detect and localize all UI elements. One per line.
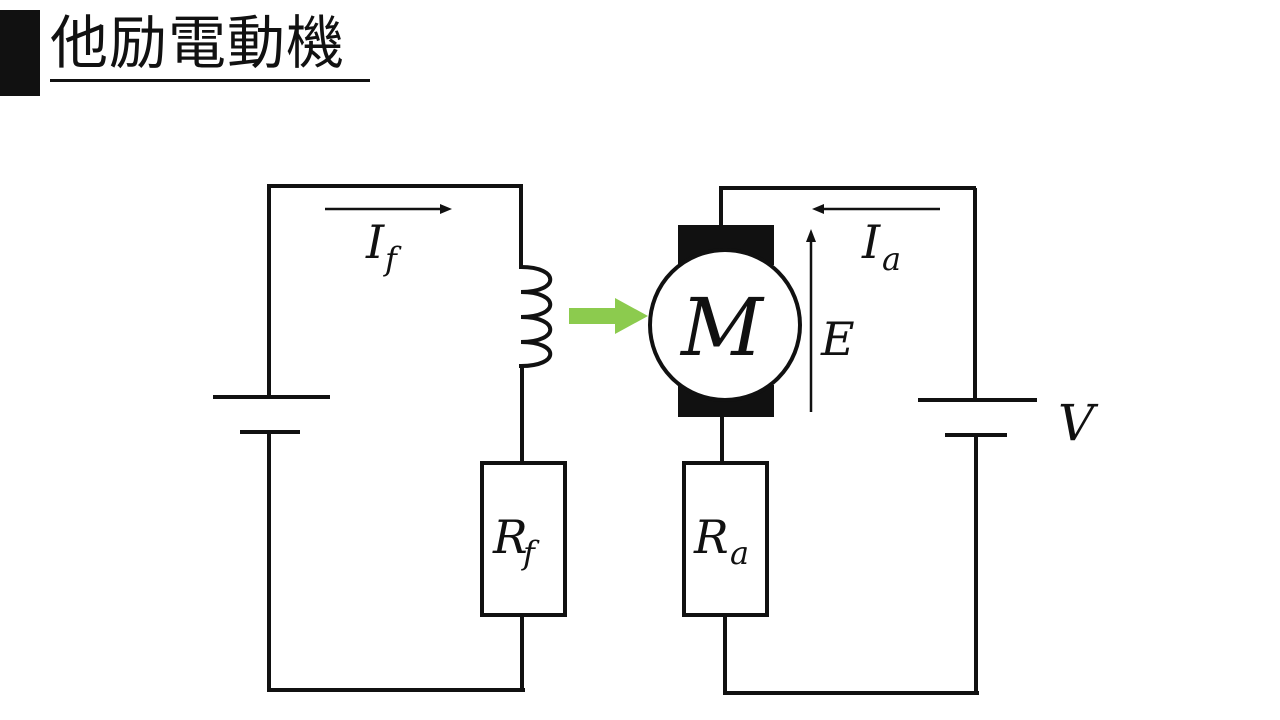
supply-voltage-label: V bbox=[1058, 394, 1099, 452]
field-current-label: I bbox=[365, 215, 385, 269]
armature-current-subscript: a bbox=[882, 240, 901, 278]
field-resistor-subscript: f bbox=[521, 534, 540, 572]
field-coil bbox=[518, 264, 553, 369]
armature-current-label: I bbox=[861, 215, 881, 269]
back-emf-label: E bbox=[820, 312, 855, 366]
flux-arrow-icon bbox=[569, 298, 648, 334]
field-current-subscript: f bbox=[383, 240, 402, 278]
field-resistor-label: R bbox=[492, 510, 528, 564]
armature-resistor-subscript: a bbox=[730, 534, 749, 572]
title-accent-bar bbox=[0, 10, 40, 96]
motor-circle bbox=[648, 248, 802, 402]
title-underline bbox=[50, 79, 370, 82]
page-title: 他励電動機 bbox=[50, 9, 346, 77]
motor-label: M bbox=[679, 281, 765, 374]
armature-resistor-label: R bbox=[693, 510, 729, 564]
